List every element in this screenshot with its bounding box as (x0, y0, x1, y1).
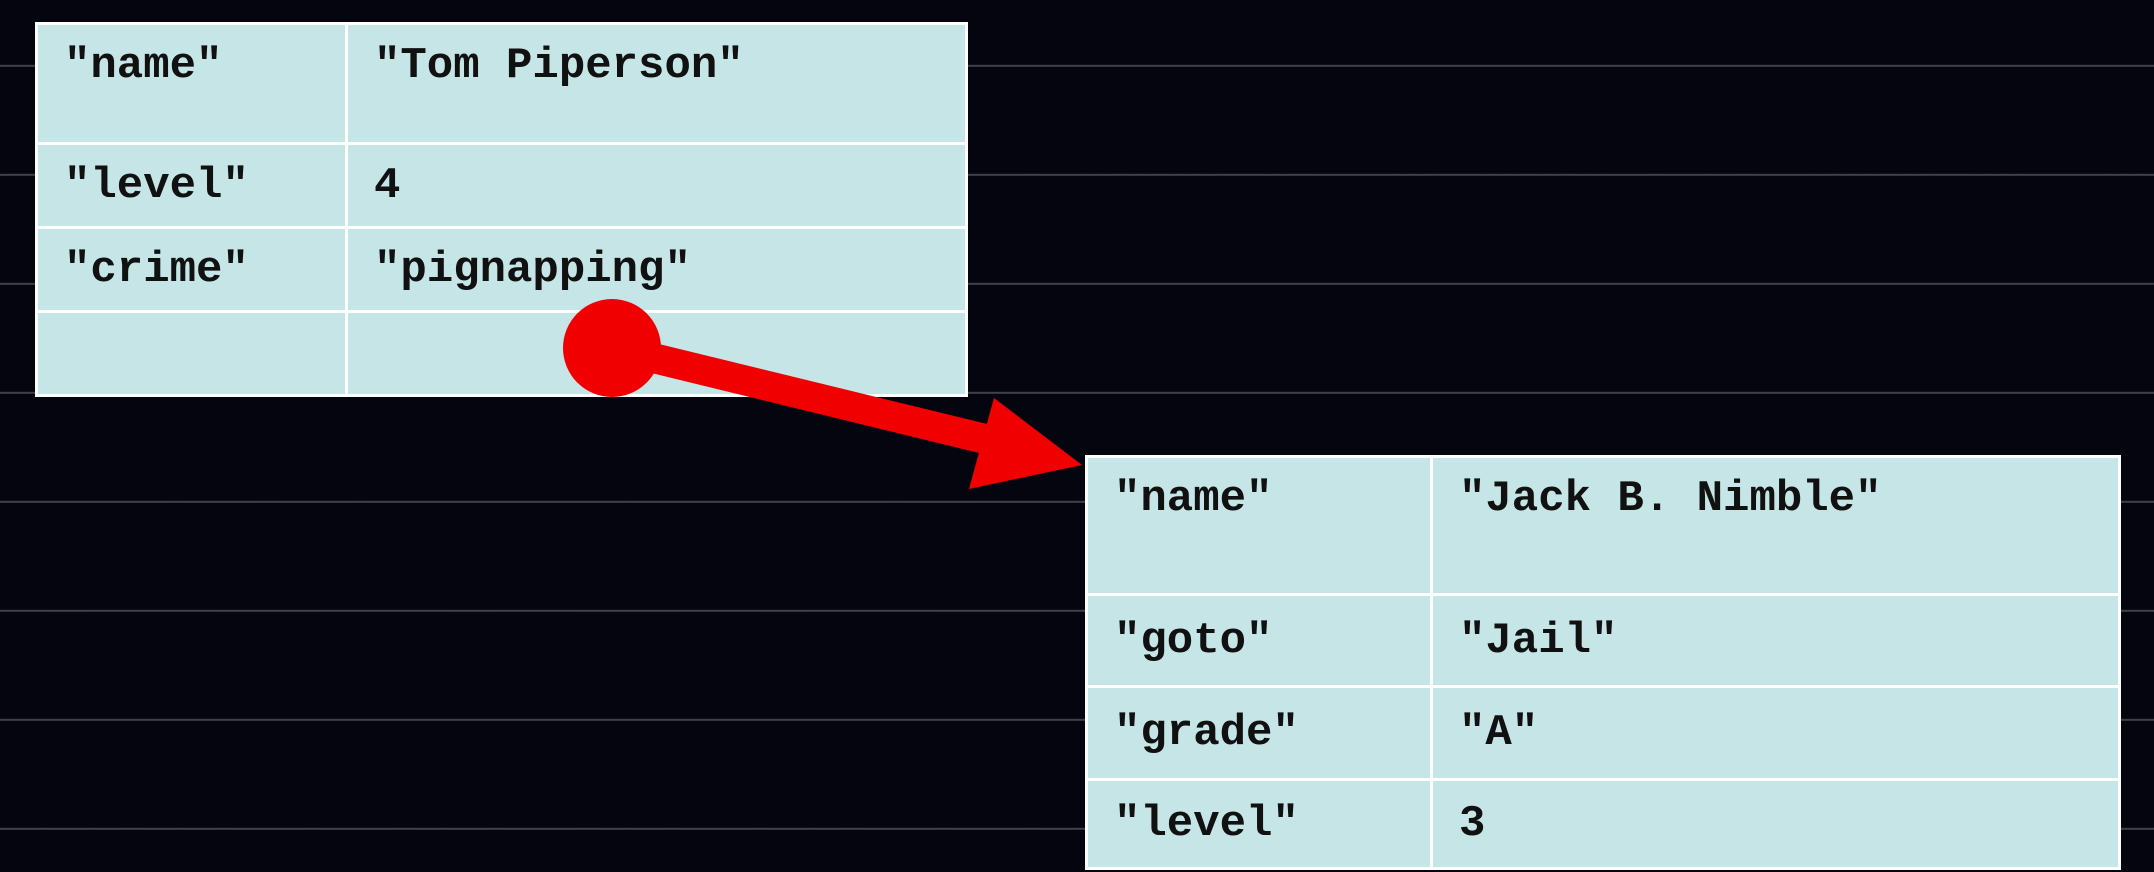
table-row: "level" 4 (35, 142, 968, 229)
value-cell: "Jail" (1430, 593, 2121, 688)
key-cell: "name" (35, 22, 348, 145)
value-cell: "A" (1430, 685, 2121, 781)
value-cell: 3 (1430, 778, 2121, 870)
value-cell: 4 (345, 142, 968, 229)
table-row: "goto" "Jail" (1085, 593, 2121, 688)
key-cell: "level" (1085, 778, 1433, 870)
table-row: "level" 3 (1085, 778, 2121, 870)
table-row-pointer (35, 310, 968, 397)
key-cell: "name" (1085, 455, 1433, 596)
value-cell: "pignapping" (345, 226, 968, 313)
key-cell: "goto" (1085, 593, 1433, 688)
key-cell: "level" (35, 142, 348, 229)
pointer-cell (345, 310, 968, 397)
table-row: "name" "Jack B. Nimble" (1085, 455, 2121, 596)
value-cell: "Jack B. Nimble" (1430, 455, 2121, 596)
record-table-tom: "name" "Tom Piperson" "level" 4 "crime" … (35, 22, 968, 397)
key-cell: "crime" (35, 226, 348, 313)
key-cell: "grade" (1085, 685, 1433, 781)
table-row: "grade" "A" (1085, 685, 2121, 781)
table-row: "name" "Tom Piperson" (35, 22, 968, 145)
table-row: "crime" "pignapping" (35, 226, 968, 313)
key-cell-empty (35, 310, 348, 397)
value-cell: "Tom Piperson" (345, 22, 968, 145)
record-table-jack: "name" "Jack B. Nimble" "goto" "Jail" "g… (1085, 455, 2121, 870)
